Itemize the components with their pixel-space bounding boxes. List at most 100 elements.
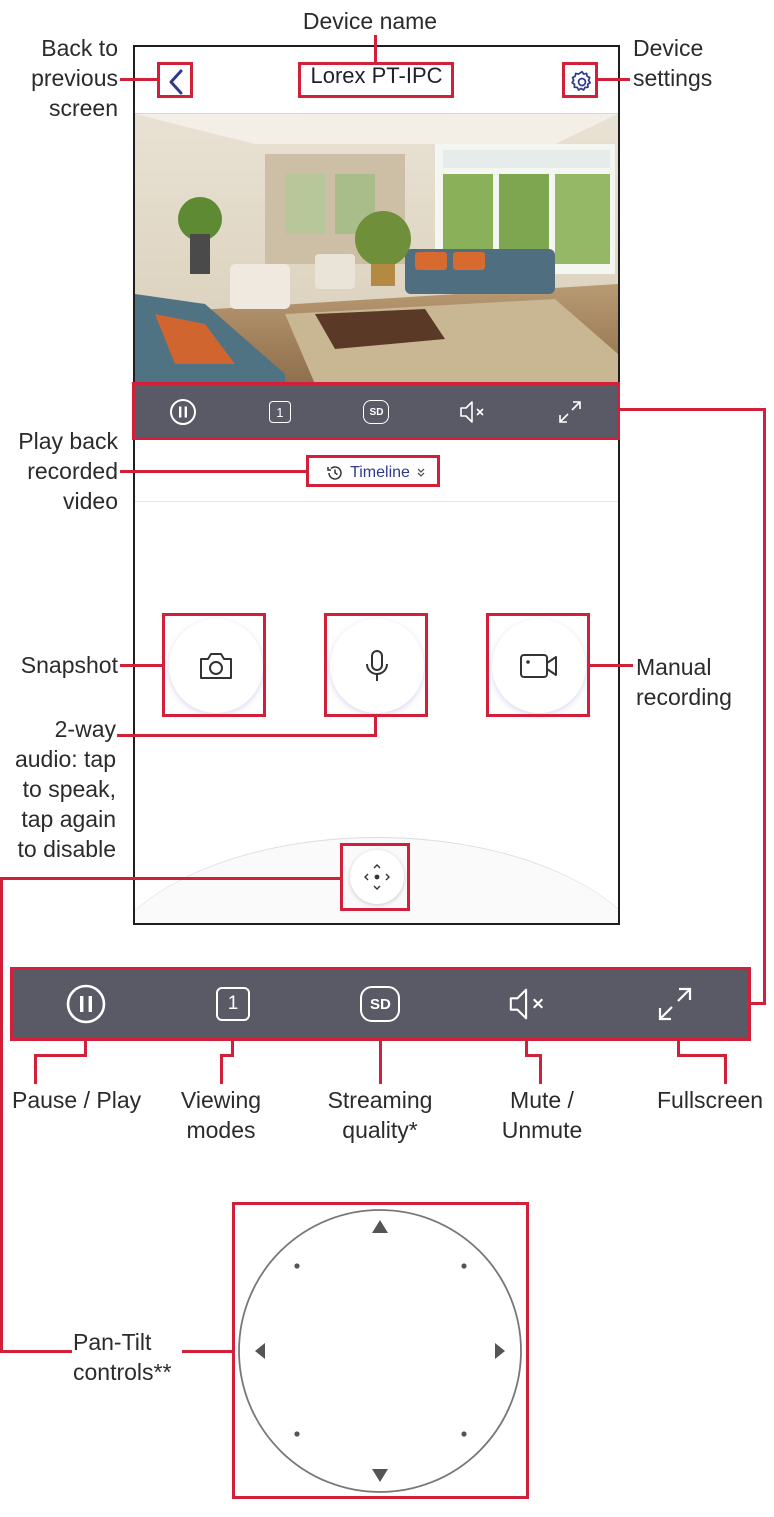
page-title: Lorex PT-IPC (310, 63, 443, 88)
fullscreen-icon (659, 987, 692, 1021)
leader-toolbar-h (619, 408, 766, 411)
callout-quality-line2: quality* (342, 1117, 418, 1143)
leader-audio-h (117, 734, 377, 737)
viewing-mode-icon: 1 (268, 401, 291, 423)
highlight-snapshot (162, 613, 266, 717)
leader-settings (597, 78, 630, 81)
callout-back-line3: screen (48, 95, 118, 121)
sd-icon: SD (363, 400, 390, 424)
callout-pause-play: Pause / Play (12, 1087, 142, 1113)
leader-snapshot (120, 664, 163, 667)
camera-live-view[interactable] (135, 114, 618, 384)
leader-pause-v (84, 1039, 87, 1057)
leader-viewing-h (220, 1054, 234, 1057)
viewing-mode-button[interactable]: 1 (264, 396, 296, 428)
leader-fullscreen-v (677, 1039, 680, 1057)
leader-audio-v (374, 716, 377, 736)
living-room-image (135, 114, 618, 384)
highlight-joystick (232, 1202, 529, 1499)
leader-fullscreen-v2 (724, 1054, 727, 1084)
highlight-toolbar (132, 382, 620, 440)
leader-ptz-h2 (0, 1350, 72, 1353)
highlight-back (157, 62, 193, 98)
leader-device-name (374, 35, 377, 63)
leader-fullscreen-h (677, 1054, 727, 1057)
leader-pause-h (34, 1054, 87, 1057)
callout-fullscreen: Fullscreen (657, 1087, 764, 1113)
leader-quality-v (379, 1039, 382, 1084)
streaming-quality-button[interactable]: SD (360, 396, 392, 428)
callout-manual-recording-line2: recording (636, 684, 732, 710)
highlight-settings (562, 62, 598, 98)
mute-button[interactable] (457, 396, 489, 428)
history-icon (327, 466, 342, 480)
callout-playback-line1: Play back (18, 428, 118, 454)
two-way-audio-button[interactable] (330, 619, 424, 713)
back-button[interactable] (161, 67, 191, 97)
callout-settings-line1: Device (633, 35, 704, 61)
mute-button-detail[interactable] (507, 983, 549, 1025)
video-camera-icon (520, 654, 557, 678)
callout-playback-line3: video (63, 488, 118, 514)
callout-back-line2: previous (31, 65, 118, 91)
highlight-toolbar-detail (10, 967, 751, 1041)
callout-mute-line2: Unmute (501, 1117, 583, 1143)
highlight-audio (324, 613, 428, 717)
callout-back: Back to previous screen (0, 33, 118, 123)
leader-viewing-v2 (220, 1054, 223, 1084)
streaming-quality-button-detail[interactable]: SD (359, 983, 401, 1025)
chevron-double-down-icon (417, 468, 425, 477)
pause-button-detail[interactable] (65, 983, 107, 1025)
callout-viewing-line1: Viewing (180, 1087, 262, 1113)
callout-settings: Device settings (633, 33, 763, 93)
pause-button[interactable] (167, 396, 199, 428)
ptz-joystick[interactable] (237, 1208, 523, 1494)
callout-streaming-quality: Streaming quality* (310, 1085, 450, 1145)
highlight-timeline (306, 455, 440, 487)
sd-icon: SD (360, 986, 401, 1022)
callout-pan-tilt-line2: controls** (73, 1359, 172, 1385)
leader-ptz-h1 (0, 877, 341, 880)
leader-mute-h (525, 1054, 542, 1057)
viewing-mode-icon: 1 (216, 987, 251, 1021)
leader-mute-v2 (539, 1054, 542, 1084)
callout-pan-tilt-line1: Pan-Tilt (73, 1329, 152, 1355)
fullscreen-button-detail[interactable] (654, 983, 696, 1025)
leader-ptz-v (0, 877, 3, 1352)
callout-manual-recording-line1: Manual (636, 654, 712, 680)
settings-button[interactable] (566, 66, 598, 98)
speaker-mute-icon (509, 988, 543, 1020)
highlight-ptz-button (340, 843, 410, 911)
header-divider (135, 113, 618, 114)
leader-playback (120, 470, 307, 473)
callout-viewing-line2: modes (186, 1117, 256, 1143)
manual-recording-button[interactable] (492, 619, 586, 713)
camera-icon (200, 653, 232, 679)
ptz-toggle-button[interactable] (350, 850, 404, 904)
ptz-icon (364, 864, 390, 890)
callout-manual-recording: Manual recording (636, 652, 771, 712)
ptz-joystick-graphic (238, 1209, 522, 1493)
callout-audio-line3: to speak, (22, 776, 116, 802)
callout-back-line1: Back to (41, 35, 118, 61)
pause-icon (66, 984, 105, 1024)
timeline-button[interactable]: Timeline (310, 459, 442, 487)
snapshot-button[interactable] (169, 619, 263, 713)
speaker-mute-icon (460, 401, 484, 423)
callout-audio-line4: tap again (21, 806, 116, 832)
callout-settings-line2: settings (633, 65, 713, 91)
callout-mute-line1: Mute / (510, 1087, 574, 1113)
callout-playback-line2: recorded (27, 458, 118, 484)
callout-audio-line5: to disable (17, 836, 116, 862)
gear-icon (571, 70, 591, 91)
microphone-icon (366, 650, 388, 681)
callout-device-name: Device name (302, 8, 438, 34)
leader-recording (589, 664, 633, 667)
viewing-mode-button-detail[interactable]: 1 (212, 983, 254, 1025)
fullscreen-icon (558, 401, 581, 423)
callout-audio-line1: 2-way (54, 716, 116, 742)
leader-mute-v (525, 1039, 528, 1057)
leader-viewing-v (231, 1039, 234, 1057)
fullscreen-button[interactable] (554, 396, 586, 428)
callout-quality-line1: Streaming (327, 1087, 433, 1113)
